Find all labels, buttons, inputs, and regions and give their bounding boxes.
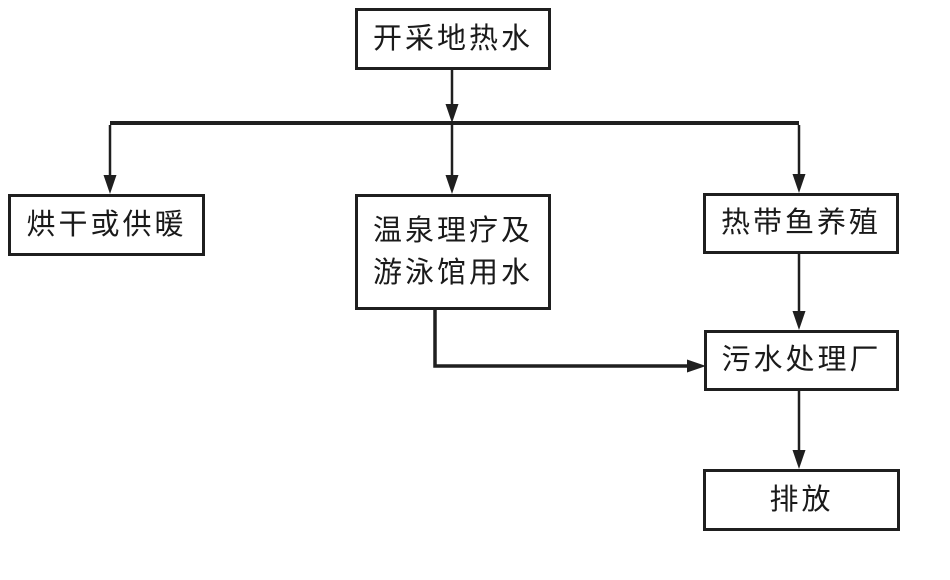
- arrowhead-junction-to-fish: [792, 174, 806, 193]
- edge-spa-to-sewage: [433, 310, 688, 368]
- node-extract-geothermal-water: 开采地热水: [355, 8, 551, 70]
- arrowhead-fish-to-sewage: [792, 311, 806, 330]
- node-label-line1: 温泉理疗及: [372, 214, 533, 247]
- node-label: 开采地热水: [372, 22, 533, 55]
- node-drying-or-heating: 烘干或供暖: [8, 194, 205, 256]
- node-hot-spring-therapy-swimming-pool: 温泉理疗及 游泳馆用水: [355, 194, 551, 310]
- node-tropical-fish-farming: 热带鱼养殖: [703, 193, 899, 254]
- arrowhead-junction-to-spa: [445, 175, 459, 194]
- arrowhead-sewage-to-discharge: [792, 450, 806, 469]
- node-discharge: 排放: [703, 469, 900, 531]
- node-label: 排放: [769, 483, 834, 516]
- arrowhead-junction-to-drying: [103, 175, 117, 194]
- node-label: 热带鱼养殖: [720, 207, 881, 240]
- node-label: 烘干或供暖: [26, 208, 187, 241]
- node-label: 污水处理厂: [721, 344, 882, 377]
- arrowhead-source-to-junction: [445, 104, 459, 123]
- node-sewage-treatment-plant: 污水处理厂: [704, 330, 899, 391]
- node-label-line2: 游泳馆用水: [372, 257, 533, 289]
